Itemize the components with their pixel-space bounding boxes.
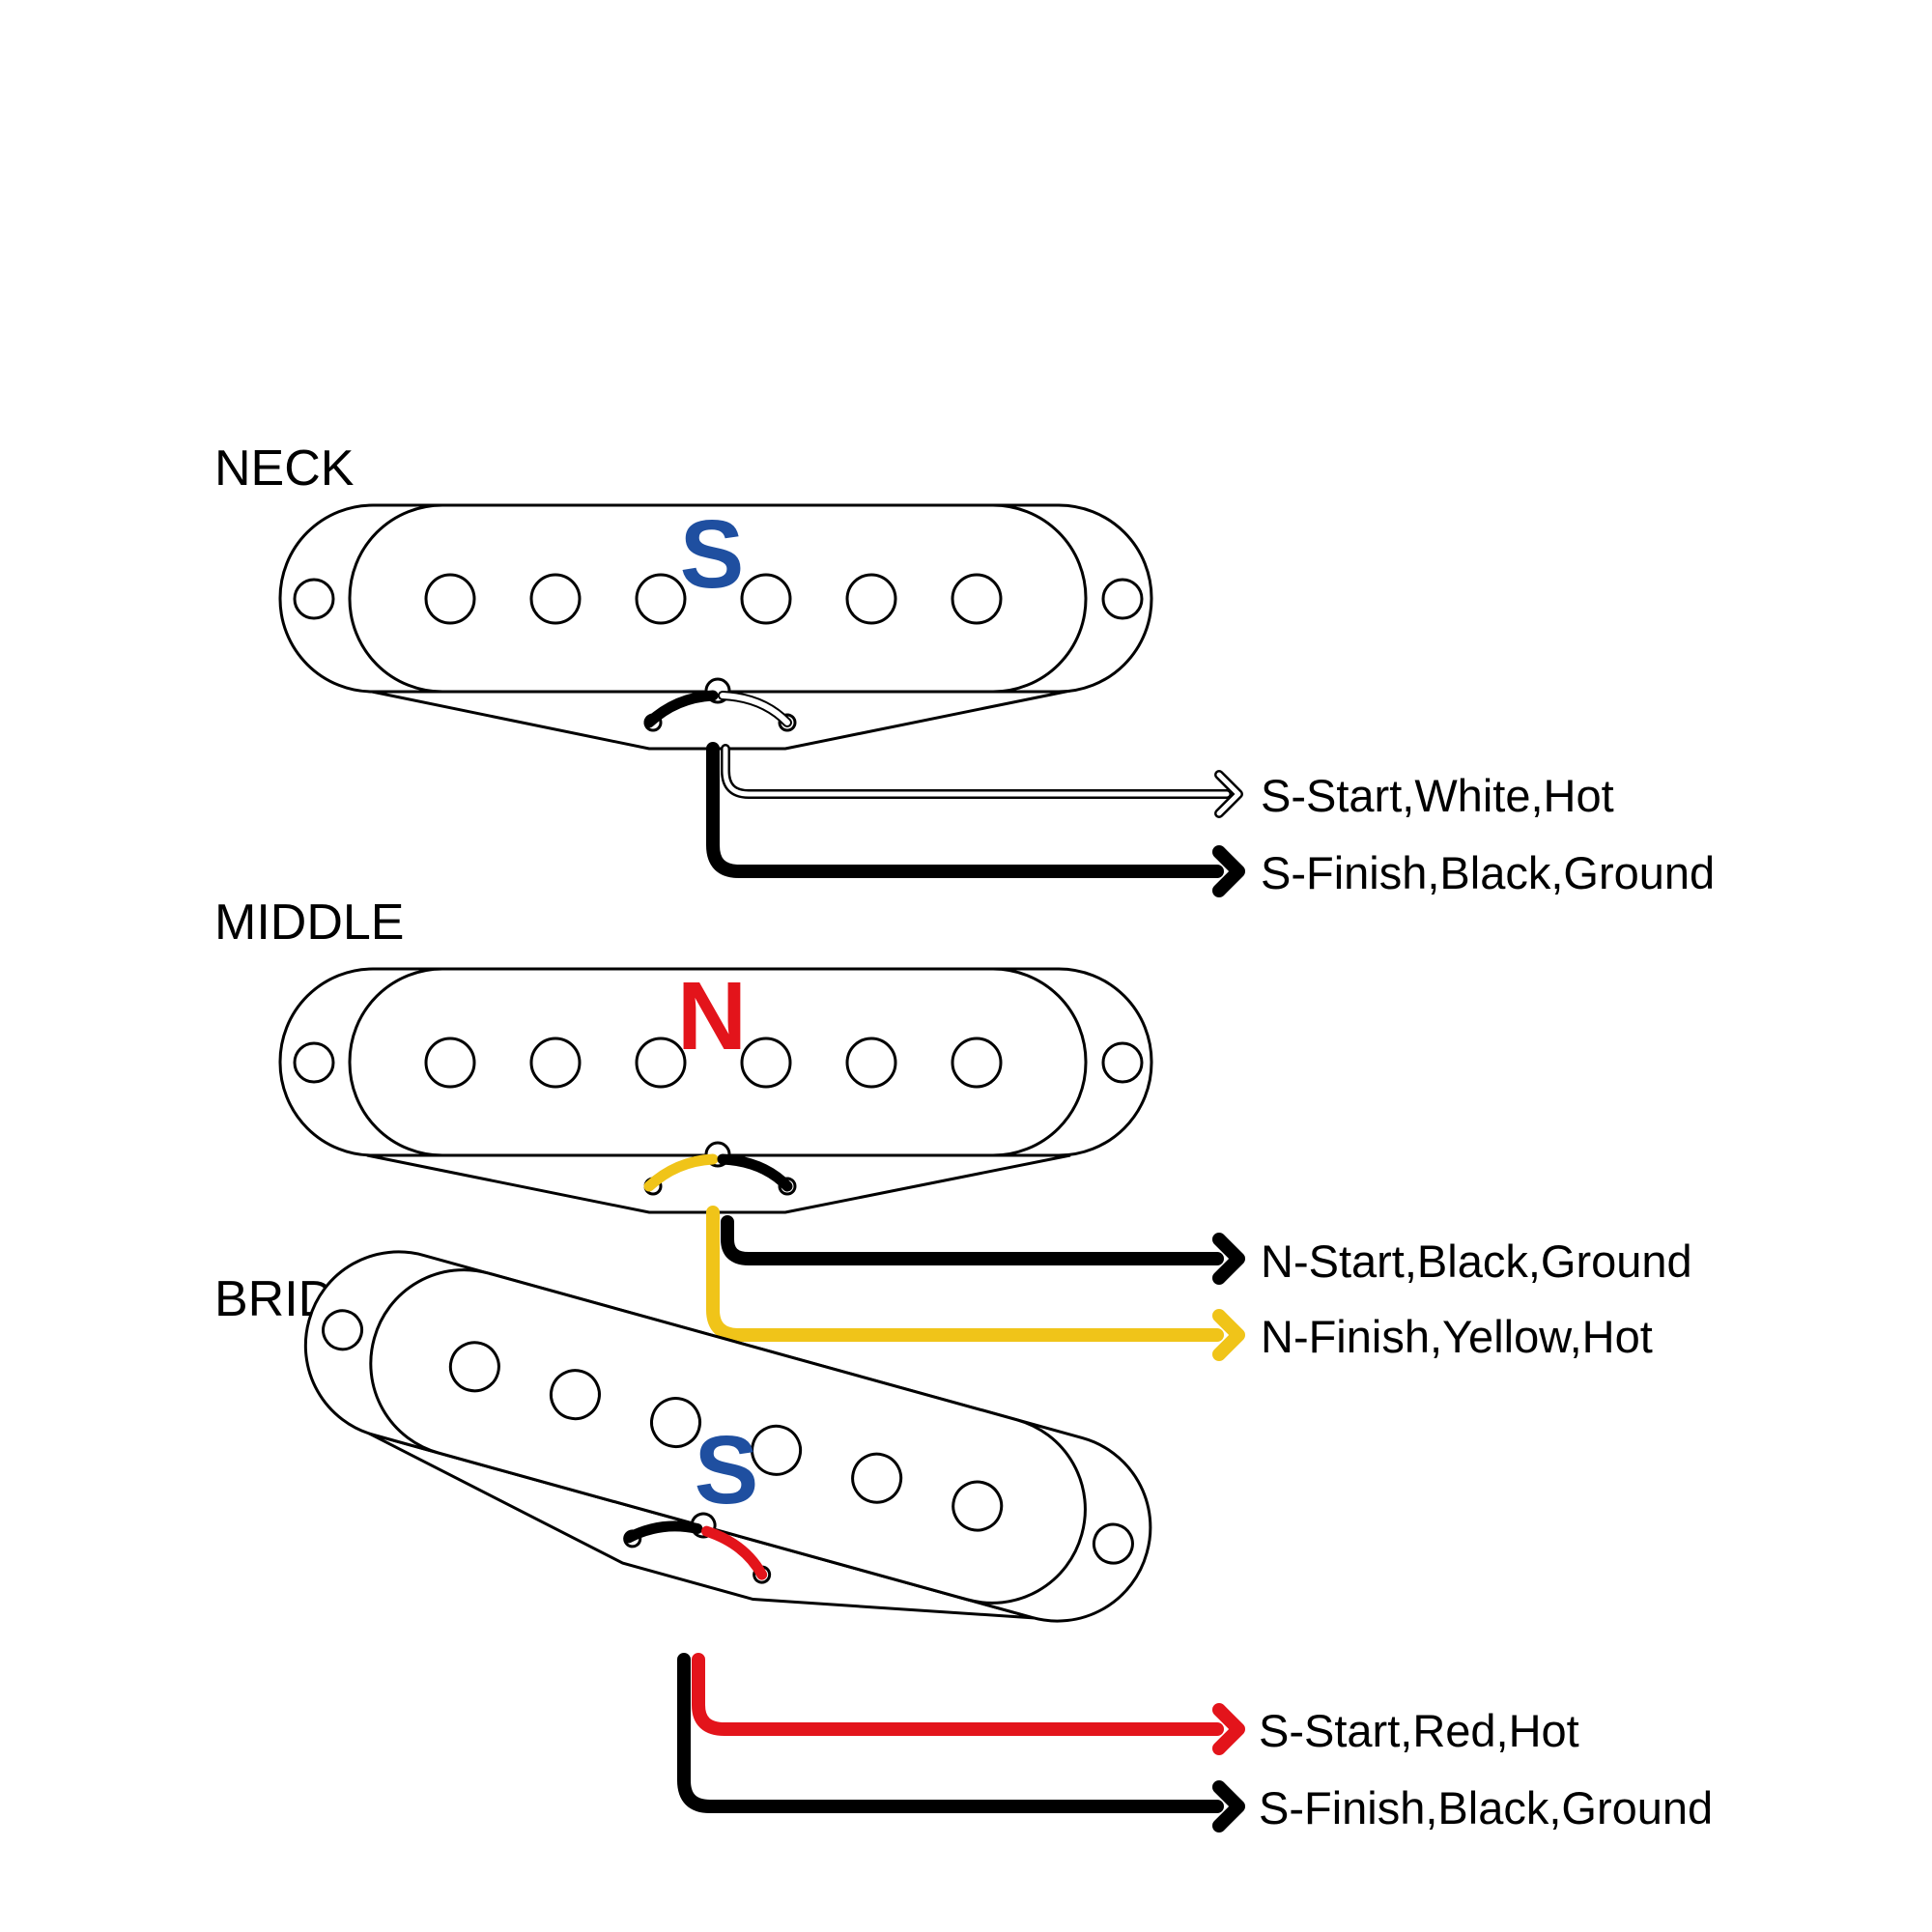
bridge-arrow-black <box>1212 1780 1245 1833</box>
bridge-wire-label-1: S-Start,Red,Hot <box>1259 1705 1579 1756</box>
middle-arrow-yellow <box>1212 1309 1245 1361</box>
bridge-output-wire-red <box>692 1653 1224 1736</box>
bridge-pickup-body <box>303 1250 1152 1623</box>
neck-pole-2 <box>529 573 582 625</box>
bridge-pole-3 <box>650 1397 702 1449</box>
bridge-wire-label-2: S-Finish,Black,Ground <box>1259 1782 1713 1833</box>
neck-wire-label-1: S-Start,White,Hot <box>1261 770 1614 821</box>
neck-lead-black <box>643 690 719 728</box>
middle-pole-2 <box>529 1037 582 1089</box>
neck-output-wire-black <box>706 742 1224 878</box>
neck-output-wire-white <box>723 746 1230 797</box>
middle-arrow-black <box>1212 1233 1245 1285</box>
middle-mount-hole-left <box>293 1041 335 1084</box>
bridge-lead-black <box>623 1520 703 1544</box>
middle-mount-hole-right <box>1101 1041 1144 1084</box>
bridge-pole-4 <box>751 1424 803 1476</box>
middle-pickup-section: MIDDLE N N-Start,Black,Ground <box>214 895 1692 1362</box>
neck-pole-6 <box>951 573 1003 625</box>
middle-lead-yellow <box>643 1153 719 1192</box>
neck-arrow-black <box>1212 845 1245 897</box>
bridge-polarity-mark: S <box>695 1416 759 1524</box>
bridge-pole-6 <box>952 1480 1004 1532</box>
middle-lead-black <box>717 1153 793 1192</box>
bridge-lead-red <box>701 1525 768 1580</box>
neck-pole-1 <box>424 573 476 625</box>
middle-pole-3 <box>635 1037 687 1089</box>
neck-lead-white <box>720 693 790 725</box>
middle-polarity-mark: N <box>677 962 747 1070</box>
middle-label: MIDDLE <box>214 895 404 951</box>
neck-output-wire-white-outer <box>721 744 1232 799</box>
bridge-mount-hole-left <box>322 1309 364 1351</box>
neck-pickup: S <box>278 500 1245 897</box>
bridge-pole-1 <box>448 1341 500 1393</box>
middle-wire-label-1: N-Start,Black,Ground <box>1261 1236 1692 1287</box>
neck-wire-label-2: S-Finish,Black,Ground <box>1261 847 1715 898</box>
middle-pickup: N <box>278 962 1245 1361</box>
middle-output-wire-black <box>721 1215 1224 1265</box>
neck-arrow-white <box>1216 772 1241 816</box>
middle-pole-5 <box>845 1037 897 1089</box>
bridge-arrow-red <box>1212 1703 1245 1755</box>
bridge-pickup: S <box>303 1250 1245 1833</box>
bridge-pickup-section: BRIDGE S <box>214 1250 1713 1833</box>
middle-pole-4 <box>740 1037 792 1089</box>
neck-pole-3 <box>635 573 687 625</box>
middle-wire-label-2: N-Finish,Yellow,Hot <box>1261 1311 1653 1362</box>
neck-polarity-mark: S <box>680 500 745 609</box>
bridge-pole-5 <box>851 1452 903 1504</box>
middle-pole-1 <box>424 1037 476 1089</box>
neck-pickup-section: NECK S <box>214 440 1715 898</box>
bridge-mount-hole-right <box>1092 1522 1134 1565</box>
neck-pole-4 <box>740 573 792 625</box>
neck-mount-hole-right <box>1101 578 1144 620</box>
neck-mount-hole-left <box>293 578 335 620</box>
middle-pole-6 <box>951 1037 1003 1089</box>
neck-pole-5 <box>845 573 897 625</box>
bridge-pole-2 <box>549 1369 601 1421</box>
middle-output-wire-yellow <box>706 1206 1224 1342</box>
neck-label: NECK <box>214 440 355 497</box>
bridge-output-wire-black <box>677 1653 1224 1813</box>
